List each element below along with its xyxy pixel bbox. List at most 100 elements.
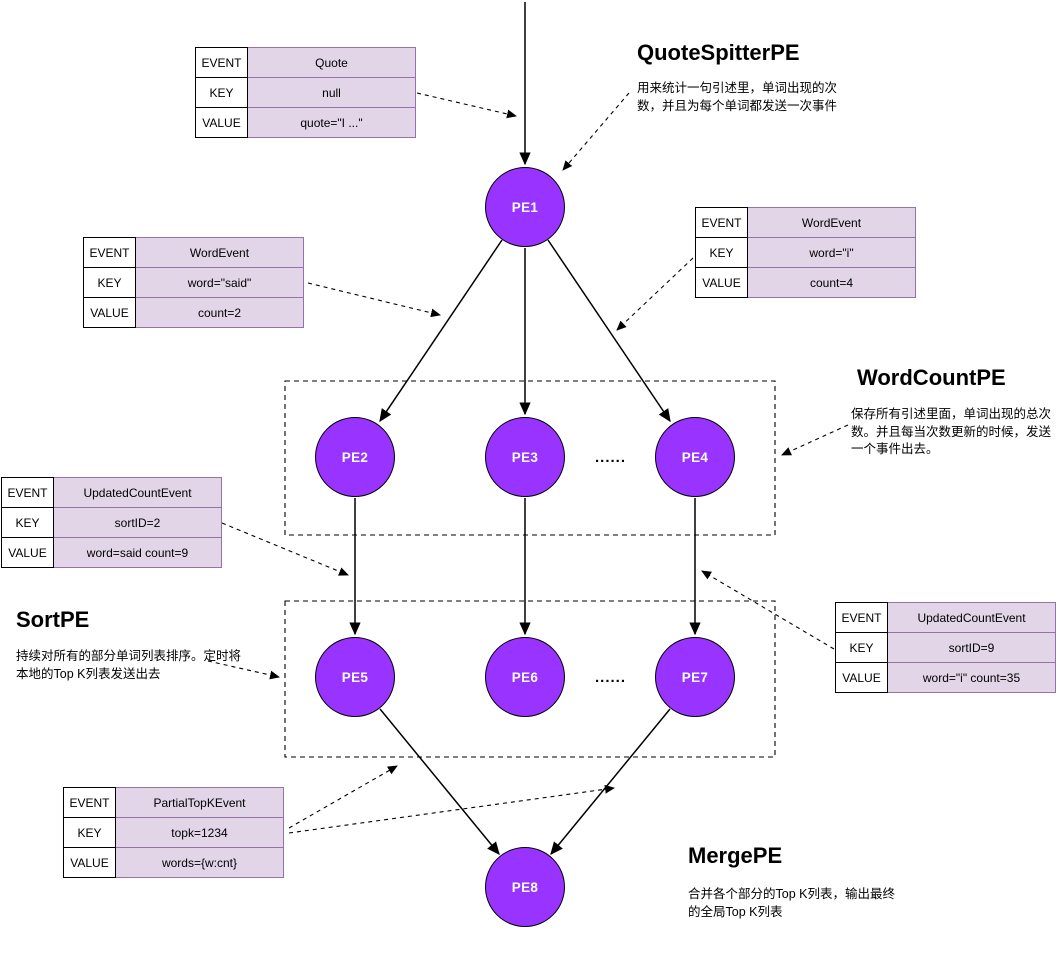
event-value: word="i" <box>747 237 916 268</box>
sort-description: 持续对所有的部分单词列表排序。定时将本地的Top K列表发送出去 <box>16 649 242 681</box>
callout-partialtopk-right <box>288 784 615 834</box>
event-label: VALUE <box>1 537 54 568</box>
event-value: word="said" <box>135 267 304 298</box>
node-label: PE5 <box>341 669 369 685</box>
event-label: VALUE <box>835 662 888 693</box>
edge-pe1-pe2 <box>379 239 503 423</box>
event-label: VALUE <box>195 107 248 138</box>
quotespitter-description: 用来统计一句引述里，单词出现的次数，并且为每个单词都发送一次事件 <box>637 81 838 113</box>
ellipsis-sort: ...... <box>595 669 627 686</box>
node-pe7: PE7 <box>655 637 735 717</box>
event-label: EVENT <box>63 787 116 818</box>
event-label: EVENT <box>195 47 248 78</box>
event-value: WordEvent <box>747 207 916 238</box>
callout-partialtopk-left <box>288 765 398 829</box>
event-label: KEY <box>63 817 116 848</box>
event-value: sortID=2 <box>53 507 222 538</box>
ellipsis-wordcount: ...... <box>595 449 627 466</box>
callout-wordsaid-table <box>307 282 441 318</box>
node-pe8: PE8 <box>485 847 565 927</box>
node-pe6: PE6 <box>485 637 565 717</box>
edge-pe1-pe4 <box>547 239 671 423</box>
node-pe3: PE3 <box>485 417 565 497</box>
sort-title: SortPE <box>16 607 90 632</box>
node-label: PE3 <box>511 449 539 465</box>
node-pe1: PE1 <box>485 167 565 247</box>
event-label: EVENT <box>835 602 888 633</box>
event-value: quote="I ..." <box>247 107 416 138</box>
node-label: PE2 <box>341 449 369 465</box>
event-value: UpdatedCountEvent <box>53 477 222 508</box>
event-label: EVENT <box>83 237 136 268</box>
event-value: words={w:cnt} <box>115 847 284 878</box>
node-label: PE7 <box>681 669 709 685</box>
event-value: PartialTopKEvent <box>115 787 284 818</box>
edge-pe7-pe8 <box>550 708 671 856</box>
event-label: VALUE <box>83 297 136 328</box>
event-value: word=said count=9 <box>53 537 222 568</box>
event-value: sortID=9 <box>887 632 1056 663</box>
node-pe2: PE2 <box>315 417 395 497</box>
event-value: Quote <box>247 47 416 78</box>
event-value: UpdatedCountEvent <box>887 602 1056 633</box>
event-label: KEY <box>695 237 748 268</box>
callout-wordi-table <box>616 257 694 331</box>
callout-updatedi-table <box>701 570 835 650</box>
event-label: KEY <box>195 77 248 108</box>
event-value: WordEvent <box>135 237 304 268</box>
edge-pe5-pe8 <box>379 708 500 856</box>
wordcount-group-box <box>284 380 776 536</box>
callout-quotespitter-desc <box>562 92 630 171</box>
node-pe5: PE5 <box>315 637 395 717</box>
wordcount-description: 保存所有引述里面，单词出现的总次数。并且每当次数更新的时候，发送一个事件出去。 <box>851 407 1052 456</box>
merge-description: 合并各个部分的Top K列表，输出最终的全局Top K列表 <box>688 887 895 919</box>
wordcount-title: WordCountPE <box>857 365 1006 390</box>
node-label: PE6 <box>511 669 539 685</box>
event-label: EVENT <box>695 207 748 238</box>
event-label: VALUE <box>695 267 748 298</box>
node-label: PE4 <box>681 449 709 465</box>
event-label: EVENT <box>1 477 54 508</box>
event-label: KEY <box>83 267 136 298</box>
event-label: KEY <box>1 507 54 538</box>
callout-quote-table <box>416 92 517 119</box>
merge-title: MergePE <box>688 843 783 868</box>
event-value: count=2 <box>135 297 304 328</box>
event-value: word="i" count=35 <box>887 662 1056 693</box>
event-label: VALUE <box>63 847 116 878</box>
callout-updatedsaid-table <box>221 522 349 576</box>
node-pe4: PE4 <box>655 417 735 497</box>
sort-group-box <box>284 600 776 758</box>
quotespitter-title: QuoteSpitterPE <box>637 40 800 65</box>
event-label: KEY <box>835 632 888 663</box>
node-label: PE1 <box>511 199 539 215</box>
node-label: PE8 <box>511 879 539 895</box>
event-value: null <box>247 77 416 108</box>
